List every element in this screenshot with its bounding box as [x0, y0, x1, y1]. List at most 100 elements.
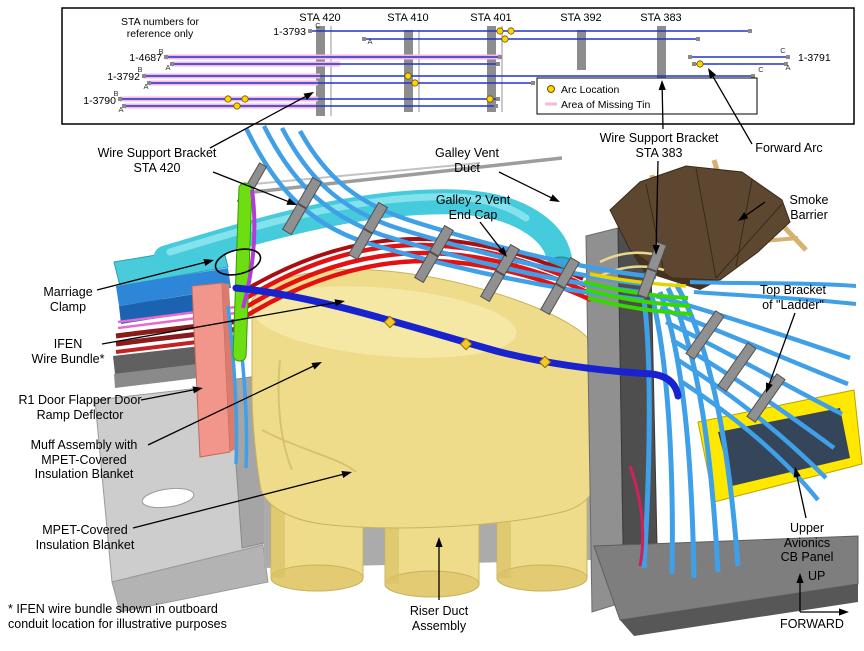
inset-note-line1: STA numbers for: [121, 16, 200, 28]
marriage-clamp-marker: [214, 248, 262, 276]
wire-endpoint: [692, 62, 696, 66]
wire-endpoint-letter: A: [785, 63, 790, 72]
annotation-arrow-line: [655, 160, 659, 249]
wire-label-1-3792: 1-3792: [107, 71, 140, 83]
station-label-392: STA 392: [560, 12, 601, 24]
annotation-arrow-head: [793, 467, 801, 478]
wire-endpoint: [784, 62, 788, 66]
arc-location-dot: [233, 102, 241, 110]
annotation-arrow-head: [286, 197, 297, 205]
annotation-arrow-head: [192, 386, 203, 394]
upper-stringer: [253, 156, 563, 194]
wire-endpoint-letter: C: [758, 65, 764, 74]
wire-endpoint-letter: B: [158, 47, 163, 56]
legend-missing-tin-label: Area of Missing Tin: [561, 99, 650, 111]
annotation-arrow-line: [96, 261, 208, 291]
station-label-383: STA 383: [640, 12, 681, 24]
bracket-sta420: [281, 176, 323, 236]
wire-endpoint: [496, 97, 500, 101]
wire-endpoint-letter: C: [780, 46, 786, 55]
annotation-arrow-head: [549, 194, 560, 202]
wire-endpoint: [170, 62, 174, 66]
r1-door-ramp-deflector: [191, 282, 237, 458]
wire-label-1-4687: 1-4687: [129, 52, 162, 64]
wire-endpoint: [786, 55, 790, 59]
ladder-top-bracket: [746, 373, 786, 423]
annotation-arrow-head: [658, 80, 666, 91]
bracket-sta383: [637, 241, 667, 299]
annotation-arrow-head: [796, 573, 804, 583]
annotation-arrow-head: [708, 68, 717, 79]
arc-location-dot: [496, 27, 504, 35]
green-wires: [583, 280, 693, 316]
ladder-bracket: [685, 310, 725, 360]
annotation-arrow-line: [479, 221, 504, 252]
annotation-arrow-line: [101, 301, 339, 345]
station-label-401: STA 401: [470, 12, 511, 24]
wire-endpoint: [308, 29, 312, 33]
annotation-arrow-line: [743, 201, 766, 218]
annotation-arrow-line: [767, 312, 796, 387]
annotation-arrow-line: [132, 473, 346, 529]
station-label-420: STA 420: [299, 12, 340, 24]
blue-wire-bundles: [226, 124, 857, 579]
wire-endpoint: [142, 74, 146, 78]
wire-endpoint: [751, 74, 755, 78]
wire-label-1-3791: 1-3791: [798, 52, 831, 64]
inset-note-line2: reference only: [127, 28, 194, 40]
wire-endpoint-letter: A: [367, 37, 372, 46]
annotation-arrow-line: [209, 94, 309, 149]
wire-endpoint: [696, 37, 700, 41]
legend-arc-dot-icon: [547, 85, 555, 93]
wire-endpoint: [164, 55, 168, 59]
wire-endpoint: [748, 29, 752, 33]
arc-location-dot: [224, 95, 232, 103]
annotation-arrow-head: [341, 470, 352, 478]
wire-label-1-3793: 1-3793: [273, 26, 306, 38]
purple-wire: [241, 189, 257, 309]
annotation-arrow-head: [652, 244, 660, 255]
crimson-wire: [628, 465, 645, 567]
station-label-410: STA 410: [387, 12, 428, 24]
wire-endpoint: [688, 55, 692, 59]
annotation-arrows: [96, 68, 849, 616]
annotation-arrow-line: [795, 473, 807, 519]
annotation-arrow-head: [203, 258, 214, 266]
floor-structure: [94, 375, 269, 613]
arc-location-dot: [696, 60, 704, 68]
wire-endpoint: [362, 37, 366, 41]
arc-location-dot: [241, 95, 249, 103]
arc-location-dot: [411, 79, 419, 87]
wire-endpoint: [496, 62, 500, 66]
arc-location-dot: [404, 72, 412, 80]
wire-endpoint: [531, 81, 535, 85]
legend-arc-location-label: Arc Location: [561, 84, 620, 96]
ladder-bracket: [717, 342, 757, 392]
wire-endpoint-letter: A: [118, 105, 123, 114]
arc-location-dots: [224, 27, 704, 110]
annotation-arrow-line: [710, 73, 753, 145]
wire-endpoint: [122, 104, 126, 108]
annotation-arrow-head: [303, 92, 314, 100]
ifen-conduit-wire: [232, 284, 682, 400]
annotation-arrow-head: [839, 608, 849, 616]
wire-endpoint-letter: A: [165, 63, 170, 72]
annotation-arrow-head: [498, 246, 507, 257]
wire-endpoint-letter: B: [137, 65, 142, 74]
arc-location-dot: [486, 95, 494, 103]
wire-endpoint: [118, 97, 122, 101]
schematic-wires: [120, 30, 790, 107]
yellow-wire: [589, 272, 687, 288]
annotation-arrow-head: [766, 382, 773, 393]
annotation-arrow-line: [661, 86, 664, 130]
wire-endpoint: [494, 104, 498, 108]
sta-inset: STA numbers for reference only STA 420 S…: [61, 7, 855, 125]
annotation-arrow-head: [334, 299, 345, 307]
annotation-arrow-line: [147, 364, 316, 446]
annotation-arrow-line: [498, 171, 555, 200]
wire-endpoint-letter: C: [315, 21, 321, 30]
arc-location-dot: [507, 27, 515, 35]
